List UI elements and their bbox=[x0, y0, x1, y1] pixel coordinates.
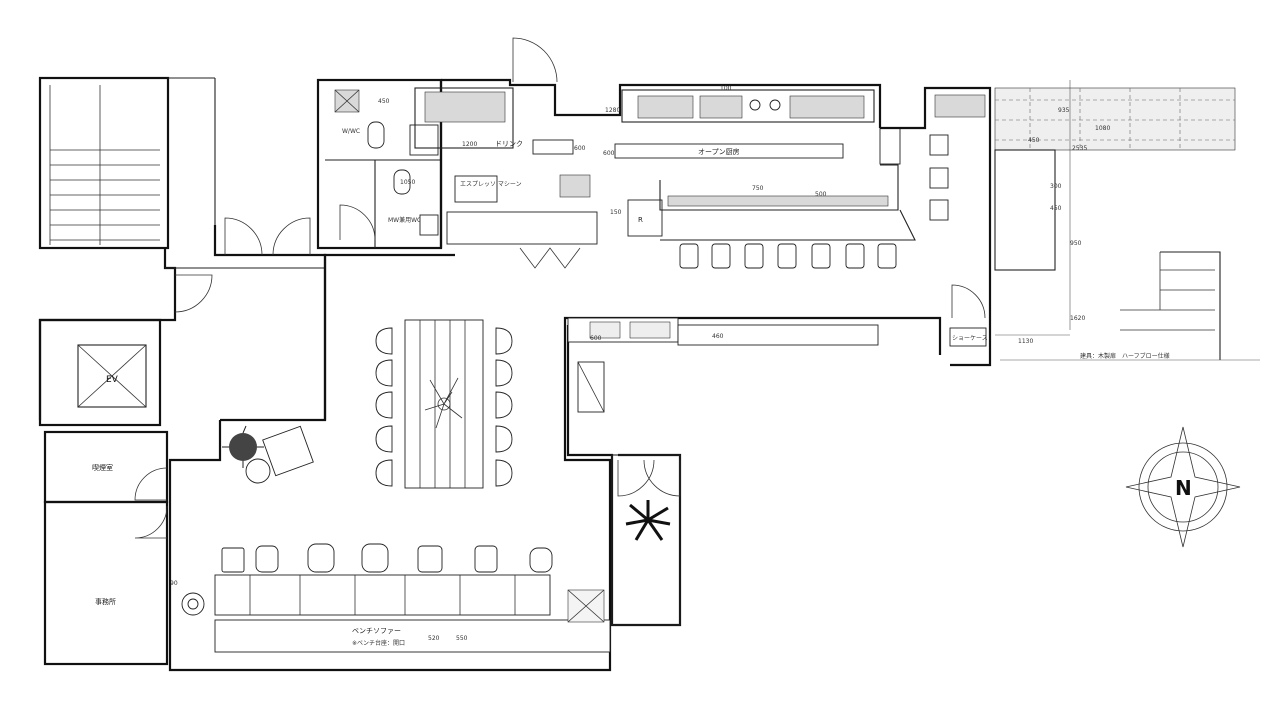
showcase-label: ショーケース bbox=[952, 335, 988, 342]
elevator-shaft: EV bbox=[38, 318, 162, 427]
dim-100: 100 bbox=[720, 85, 732, 92]
dim-750: 750 bbox=[752, 185, 764, 192]
dim-1130: 1130 bbox=[1018, 338, 1033, 345]
bench-note-label: ※ベンチ台座：開口 bbox=[352, 639, 405, 647]
stairwell-top-left bbox=[38, 76, 216, 250]
dim-500: 500 bbox=[815, 191, 827, 198]
dim-2535: 2535 bbox=[1072, 145, 1087, 152]
espresso-label: エスプレッソ マシーン bbox=[460, 181, 522, 188]
dim-1080: 1080 bbox=[1095, 125, 1110, 132]
plant-icon bbox=[222, 425, 264, 468]
dining-hall-walls bbox=[168, 253, 942, 672]
table-chairs-right bbox=[495, 327, 513, 487]
drink-label: ドリンク bbox=[495, 140, 523, 148]
smoking-room-label: 喫煙室 bbox=[92, 463, 113, 472]
bar-counter bbox=[659, 164, 916, 269]
ev-label: EV bbox=[106, 375, 119, 385]
dim-950: 950 bbox=[1070, 240, 1082, 247]
dim-1200: 1200 bbox=[462, 141, 477, 148]
fittings-label: 建具：木製扉 ハーフブロー仕様 bbox=[1080, 352, 1170, 360]
mwc-label: MW兼用WC bbox=[388, 216, 421, 224]
long-table bbox=[375, 319, 513, 489]
open-kitchen-label: オープン厨房 bbox=[698, 147, 740, 156]
dim-450c: 450 bbox=[1050, 205, 1062, 212]
terrace: 935 1080 2535 450 300 450 950 1620 1130 … bbox=[994, 80, 1260, 361]
stair-icon bbox=[49, 85, 160, 245]
stair-icon bbox=[1120, 251, 1221, 360]
service-counter: 460 600 bbox=[567, 317, 879, 346]
dim-1620: 1620 bbox=[1070, 315, 1085, 322]
dim-450a: 450 bbox=[378, 98, 390, 105]
bar-stools bbox=[679, 243, 897, 269]
bench-seating: ベンチソファー ※ベンチ台座：開口 520 550 bbox=[181, 543, 611, 653]
table-chairs-left bbox=[375, 327, 393, 487]
fridge-label: R bbox=[638, 216, 643, 224]
door-swing-icon[interactable] bbox=[174, 217, 311, 313]
office-label: 事務所 bbox=[95, 597, 116, 606]
compass-north-label: N bbox=[1175, 476, 1192, 500]
dim-1050: 1050 bbox=[400, 179, 415, 186]
dim-600b: 600 bbox=[603, 150, 615, 157]
lounge-corner bbox=[222, 425, 314, 484]
dim-300c: 300 bbox=[1050, 183, 1062, 190]
compass-icon: N bbox=[1125, 426, 1241, 548]
east-wing: ショーケース bbox=[880, 86, 992, 367]
dim-520: 520 bbox=[428, 635, 440, 642]
toilet-block: W/WC 450 MW兼用WC 1050 bbox=[316, 78, 443, 250]
dim-550: 550 bbox=[456, 635, 468, 642]
kitchen-area: 1200 ドリンク 600 1280 オープン厨房 600 エスプレッソ マシー… bbox=[414, 37, 901, 269]
dim-450b: 450 bbox=[1028, 137, 1040, 144]
dim-600a: 600 bbox=[574, 145, 586, 152]
smoking-room: 喫煙室 bbox=[43, 430, 169, 504]
dim-1280: 1280 bbox=[605, 107, 620, 114]
dim-935: 935 bbox=[1058, 107, 1070, 114]
plant-icon bbox=[625, 500, 671, 541]
dim-150: 150 bbox=[610, 209, 622, 216]
dim-600c: 600 bbox=[590, 335, 602, 342]
entrance-planter bbox=[577, 361, 681, 541]
office-room: 事務所 90 bbox=[43, 500, 178, 666]
dim-90: 90 bbox=[170, 580, 178, 587]
wc-label: W/WC bbox=[342, 128, 360, 135]
plant-icon bbox=[424, 377, 463, 429]
dim-460: 460 bbox=[712, 333, 724, 340]
bench-sofa-label: ベンチソファー bbox=[352, 627, 401, 635]
bench-chairs bbox=[221, 543, 553, 573]
